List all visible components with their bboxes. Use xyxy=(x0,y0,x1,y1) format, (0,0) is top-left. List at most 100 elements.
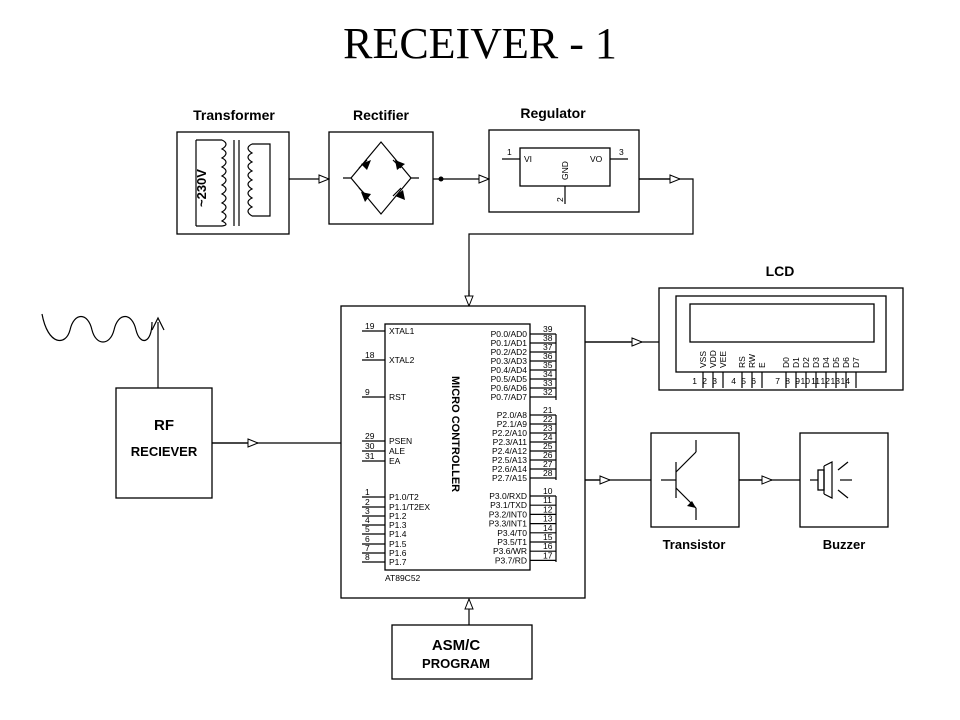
mcu-pin-name: ALE xyxy=(389,446,405,456)
mcu-pin-name: P2.6/A14 xyxy=(492,464,527,474)
mcu-pin-name: P1.2 xyxy=(389,511,407,521)
mcu-pin-number: 7 xyxy=(365,543,370,553)
mcu-pin-number: 23 xyxy=(543,423,553,433)
mcu-pin-name: P1.6 xyxy=(389,548,407,558)
mcu-pin-name: XTAL2 xyxy=(389,355,415,365)
lcd-pin-name: VSS xyxy=(698,351,708,368)
buzzer-block: Buzzer xyxy=(799,432,889,552)
page-title: RECEIVER - 1 xyxy=(343,19,617,68)
lcd-pin-number: 12 xyxy=(821,376,831,386)
mcu-pin-number: 18 xyxy=(365,350,375,360)
radio-wave-icon xyxy=(41,313,153,343)
mcu-pin-name: P3.1/TXD xyxy=(490,500,527,510)
mcu-pin-number: 31 xyxy=(365,451,375,461)
mcu-pin-number: 17 xyxy=(543,550,553,560)
mcu-pin-name: P0.6/AD6 xyxy=(491,383,528,393)
mcu-pin-number: 11 xyxy=(543,495,552,505)
mcu-pin-name: P0.7/AD7 xyxy=(491,392,528,402)
lcd-pin-number: 7 xyxy=(775,376,780,386)
mcu-pin-name: P2.0/A8 xyxy=(497,410,528,420)
reg-pin1: 1 xyxy=(507,147,512,157)
lcd-pin-name: VEE xyxy=(718,351,728,368)
reciever-label: RECIEVER xyxy=(131,444,198,459)
mcu-pin-name: P2.3/A11 xyxy=(493,437,528,447)
reg-pin2: 2 xyxy=(555,197,565,202)
mcu-pin-number: 34 xyxy=(543,369,553,379)
program-box xyxy=(391,624,533,680)
lcd-pin-name: D0 xyxy=(781,357,791,368)
microcontroller-ic xyxy=(384,323,531,571)
transformer-icon: ~230V xyxy=(194,139,271,227)
mcu-pin-number: 15 xyxy=(543,532,553,542)
mcu-pin-number: 26 xyxy=(543,450,553,460)
bridge-diode-icon xyxy=(343,141,419,215)
lcd-pin-name: D3 xyxy=(811,357,821,368)
mcu-pin-name: P0.5/AD5 xyxy=(491,374,528,384)
chip-label: AT89C52 xyxy=(385,573,421,583)
lcd-pin-number: 5 xyxy=(741,376,746,386)
mcu-pin-name: P3.2/INT0 xyxy=(489,509,528,519)
transformer-label: Transformer xyxy=(193,107,275,123)
mcu-pin-number: 8 xyxy=(365,552,370,562)
mcu-pin-number: 28 xyxy=(543,468,553,478)
mcu-pin-name: XTAL1 xyxy=(389,326,415,336)
mcu-pin-name: P3.0/RXD xyxy=(489,491,527,501)
mcu-pin-name: P3.5/T1 xyxy=(497,537,527,547)
mcu-pin-number: 35 xyxy=(543,360,553,370)
mcu-pin-number: 36 xyxy=(543,351,553,361)
mcu-pin-number: 9 xyxy=(365,387,370,397)
mcu-pin-name: P2.4/A12 xyxy=(492,446,527,456)
mcu-pin-number: 29 xyxy=(365,431,375,441)
mcu-pin-name: P0.2/AD2 xyxy=(491,347,528,357)
lcd-pin-name: VDD xyxy=(708,350,718,368)
lcd-block: LCD VSS1VDD2VEE3RS4RW5E6D07D18D29D310D41… xyxy=(658,263,904,391)
mcu-pin-name: P3.4/T0 xyxy=(497,528,527,538)
buzzer-label: Buzzer xyxy=(823,537,866,552)
lcd-screen xyxy=(689,303,875,343)
reg-vo-label: VO xyxy=(590,154,603,164)
mcu-pin-name: P0.3/AD3 xyxy=(491,356,528,366)
mcu-pin-number: 38 xyxy=(543,333,553,343)
transistor-icon xyxy=(661,440,697,520)
voltage-label: ~230V xyxy=(194,169,209,207)
transformer-block: Transformer ~230V xyxy=(176,107,290,235)
mcu-pin-number: 12 xyxy=(543,504,553,514)
mcu-pin-number: 3 xyxy=(365,506,370,516)
mcu-pin-name: P1.3 xyxy=(389,520,407,530)
reg-vi-label: VI xyxy=(524,154,532,164)
mcu-pin-name: PSEN xyxy=(389,436,412,446)
mcu-pin-number: 10 xyxy=(543,486,553,496)
mcu-pin-number: 16 xyxy=(543,541,553,551)
mcu-pin-number: 5 xyxy=(365,524,370,534)
transistor-block: Transistor xyxy=(650,432,740,552)
rf-receiver-box xyxy=(115,387,213,499)
mcu-pin-name: P3.6/WR xyxy=(493,546,527,556)
lcd-pin-number: 4 xyxy=(731,376,736,386)
lcd-pin-number: 2 xyxy=(702,376,707,386)
lcd-pin-number: 13 xyxy=(831,376,841,386)
mcu-pin-name: P2.7/A15 xyxy=(492,473,527,483)
program-block: ASM/C PROGRAM xyxy=(391,624,533,680)
mcu-pin-number: 14 xyxy=(543,523,553,533)
lcd-pin-number: 14 xyxy=(841,376,851,386)
lcd-pin-group: VSS1VDD2VEE3RS4RW5E6D07D18D29D310D411D51… xyxy=(692,350,861,388)
mcu-pin-number: 2 xyxy=(365,497,370,507)
lcd-pin-number: 1 xyxy=(692,376,697,386)
regulator-block: Regulator VI VO GND 1 3 2 xyxy=(488,105,640,213)
lcd-pin-number: 9 xyxy=(795,376,800,386)
lcd-pin-name: D5 xyxy=(831,357,841,368)
transistor-label: Transistor xyxy=(663,537,726,552)
rf-receiver-block: RF RECIEVER xyxy=(41,313,213,499)
mcu-pin-name: P1.4 xyxy=(389,529,407,539)
mcu-pin-name: P3.3/INT1 xyxy=(489,519,528,529)
mcu-pin-name: P0.0/AD0 xyxy=(491,329,528,339)
lcd-pin-number: 10 xyxy=(801,376,811,386)
mcu-pin-number: 25 xyxy=(543,441,553,451)
mcu-pin-name: P1.5 xyxy=(389,539,407,549)
lcd-pin-name: D7 xyxy=(851,357,861,368)
reg-gnd-label: GND xyxy=(560,161,570,180)
lcd-pin-number: 6 xyxy=(751,376,756,386)
mcu-pin-name: P0.4/AD4 xyxy=(491,365,528,375)
mcu-pin-number: 32 xyxy=(543,387,553,397)
program-label: PROGRAM xyxy=(422,656,490,671)
